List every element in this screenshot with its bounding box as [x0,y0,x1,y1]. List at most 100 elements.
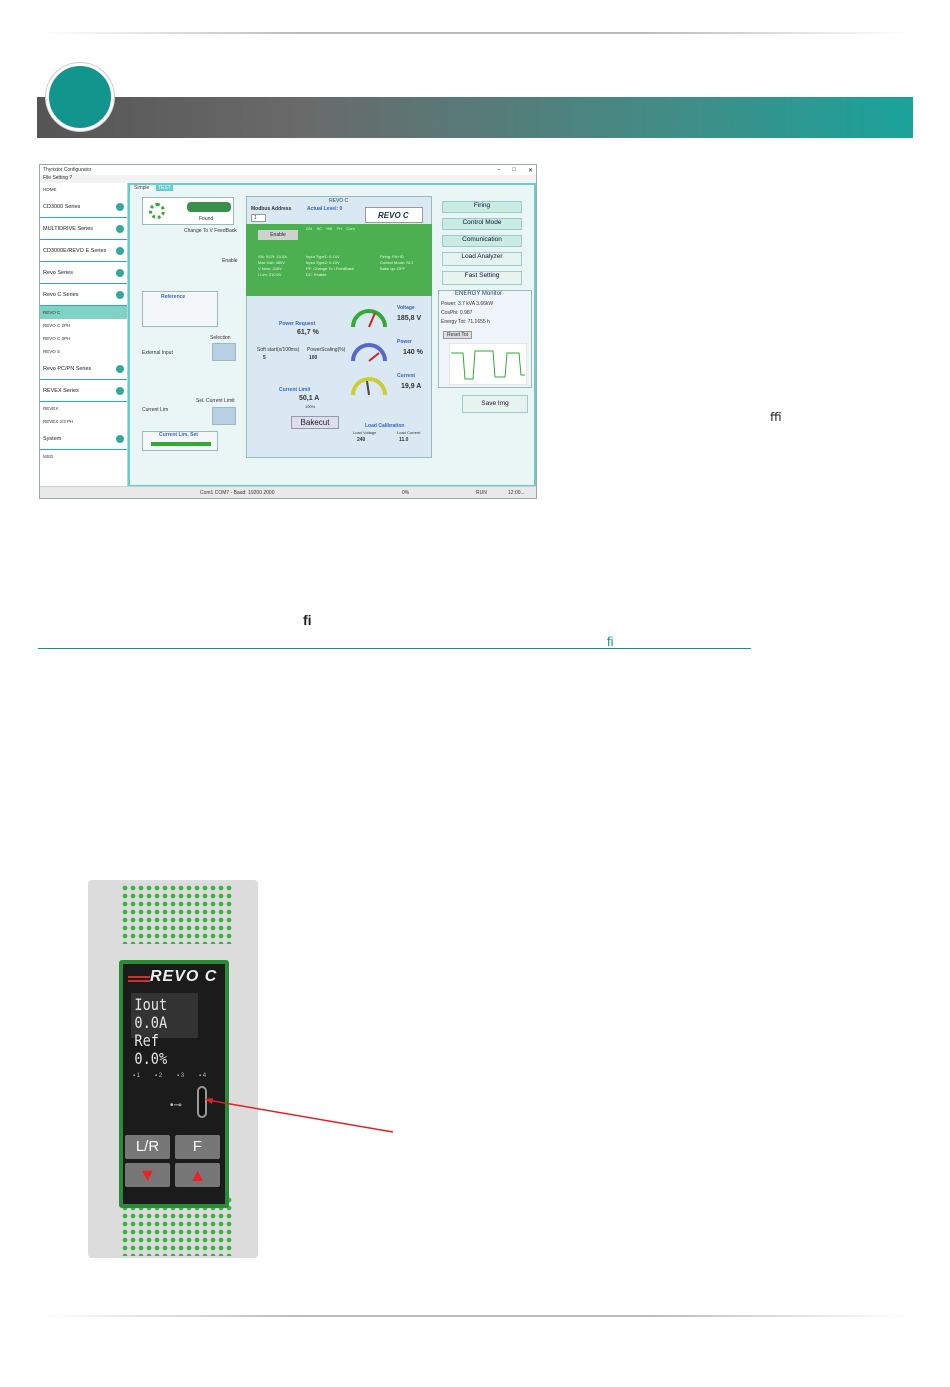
sidebar-item[interactable]: Revo PC/PN Series [40,358,127,380]
load-current-input[interactable]: 11.0 [399,437,409,443]
status-percent: 0% [402,489,410,496]
firing-button[interactable]: Firing [442,201,522,213]
change-feedback-label: Change To V FeedBack [184,228,237,234]
revo-c-logo: REVO C [365,207,423,223]
reference-label: Reference [161,294,186,300]
sidebar-item[interactable]: CD3000 Series [40,196,127,218]
sidebar-subitem[interactable]: REVO S [43,349,61,354]
sidebar-item[interactable]: Revo C Series [40,284,127,306]
sidebar-item[interactable]: Revo Series [40,262,127,284]
ligature-glyph: ﬁ [303,612,312,628]
status-port: Com1 COM7 - Baud: 19200 2000 [200,489,275,496]
lcd-line1: Iout 0.0A [134,995,168,1032]
status-time: 12:00... [508,489,525,496]
usb-icon: •⊸ [170,1100,182,1111]
load-voltage-label: Load Voltage [353,430,377,435]
header-banner [37,97,913,138]
tab-simple[interactable]: Simple [132,185,152,191]
bakecut-button[interactable]: Bakecut [291,416,339,429]
load-analyzer-button[interactable]: Load Analyzer [442,252,522,266]
current-lim-slider[interactable] [151,442,211,446]
chevron-icon [116,224,124,233]
current-lim-set-label: Current Lim. Set [159,432,198,438]
statusbar: Com1 COM7 - Baud: 19200 2000 0% RUN 12:0… [40,486,536,498]
energy-chart [449,343,527,385]
top-rule [40,32,910,34]
sidebar-item-system[interactable]: System [40,428,127,450]
fast-setting-button[interactable]: Fast Setting [442,271,522,285]
power-request-label: Power Request [279,321,316,327]
voltage-label: Voltage [397,305,415,311]
maximize-icon[interactable]: □ [512,166,516,173]
up-button[interactable]: ▲ [175,1163,220,1187]
bottom-rule [40,1315,910,1317]
usb-port[interactable] [197,1086,207,1118]
cooling-fins-top [121,884,233,944]
revo-c-title: REVO C [329,198,349,204]
device-logo: REVO C [150,968,218,985]
sidebar-subitem[interactable]: REVO C [40,306,127,319]
energy-monitor-title: ENERGY Monitor [455,291,502,297]
revo-c-panel: REVO C Modbus Address 1 Actual Level: 0 … [246,196,432,458]
power-scaling-label: PowerScaling(%) [307,347,346,353]
soft-start-input[interactable]: 5 [263,355,266,361]
f-button[interactable]: F [175,1135,220,1159]
selection-switch[interactable] [212,343,236,361]
chevron-icon [116,246,124,255]
sidebar-subitem[interactable]: REVO C 2PH [43,323,71,328]
configurator-window: Thyristor Configurator – □ ✕ File Settin… [39,164,537,499]
chevron-icon [116,202,124,211]
sidebar-msg[interactable]: MSG [43,454,54,459]
main-panel: Simple TEST Found Change To V FeedBack E… [128,183,536,487]
sidebar-item[interactable]: MULTIDRIVE Series [40,218,127,240]
chevron-icon [116,290,124,299]
minimize-icon[interactable]: – [497,166,501,173]
section-rule [38,648,751,649]
tab-test[interactable]: TEST [156,185,173,191]
save-img-button[interactable]: Save Img [462,395,528,413]
power-label: Power [397,339,413,345]
header-circle [46,63,114,131]
load-current-label: Load Current [397,430,421,435]
modbus-label: Modbus Address [251,206,292,212]
chevron-icon [116,434,124,443]
sidebar-home[interactable]: HOME [43,187,57,192]
enable-button[interactable]: Enable [258,230,298,240]
current-limit-pct: 100% [305,404,316,409]
status-run: RUN [476,489,487,496]
sidebar-item[interactable]: CD3000E/REVO E Series [40,240,127,262]
led-3: ▪ 3 [177,1073,185,1079]
found-box: Found [142,197,234,225]
close-icon[interactable]: ✕ [527,167,533,174]
sidebar-subitem[interactable]: REVEX [43,406,59,411]
gauges-icon [351,309,387,396]
current-label: Current [397,373,416,379]
power-value: 140 % [403,349,423,356]
lr-button[interactable]: L/R [125,1135,170,1159]
menubar[interactable]: File Setting ? [43,175,73,181]
control-mode-button[interactable]: Control Mode [442,218,522,230]
comunication-button[interactable]: Comunication [442,235,522,247]
reset-tot-button[interactable]: Reset Tot [443,331,473,339]
sidebar-item[interactable]: REVEX Series [40,380,127,402]
down-button[interactable]: ▼ [125,1163,170,1187]
power-request-value: 61,7 % [297,329,319,336]
modbus-input[interactable]: 1 [251,214,266,222]
ligature-glyph: ﬃ [770,410,782,424]
current-lim-label: Current Lim [142,407,169,413]
current-limit-switch[interactable] [212,407,236,425]
device-icon [187,202,231,212]
load-voltage-input[interactable]: 240 [357,437,366,443]
chevron-icon [116,386,124,395]
sidebar-subitem[interactable]: REVEX 2/3 PH [43,419,74,424]
sidebar-subitem[interactable]: REVO C 3PH [43,336,71,341]
logo-stripes [128,976,150,978]
current-limit-label: Current Limit [279,387,311,393]
power-scaling-input[interactable]: 100 [309,355,318,361]
chevron-icon [116,364,124,373]
window-title: Thyristor Configurator [43,167,92,173]
pointer-arrow [205,1098,394,1133]
